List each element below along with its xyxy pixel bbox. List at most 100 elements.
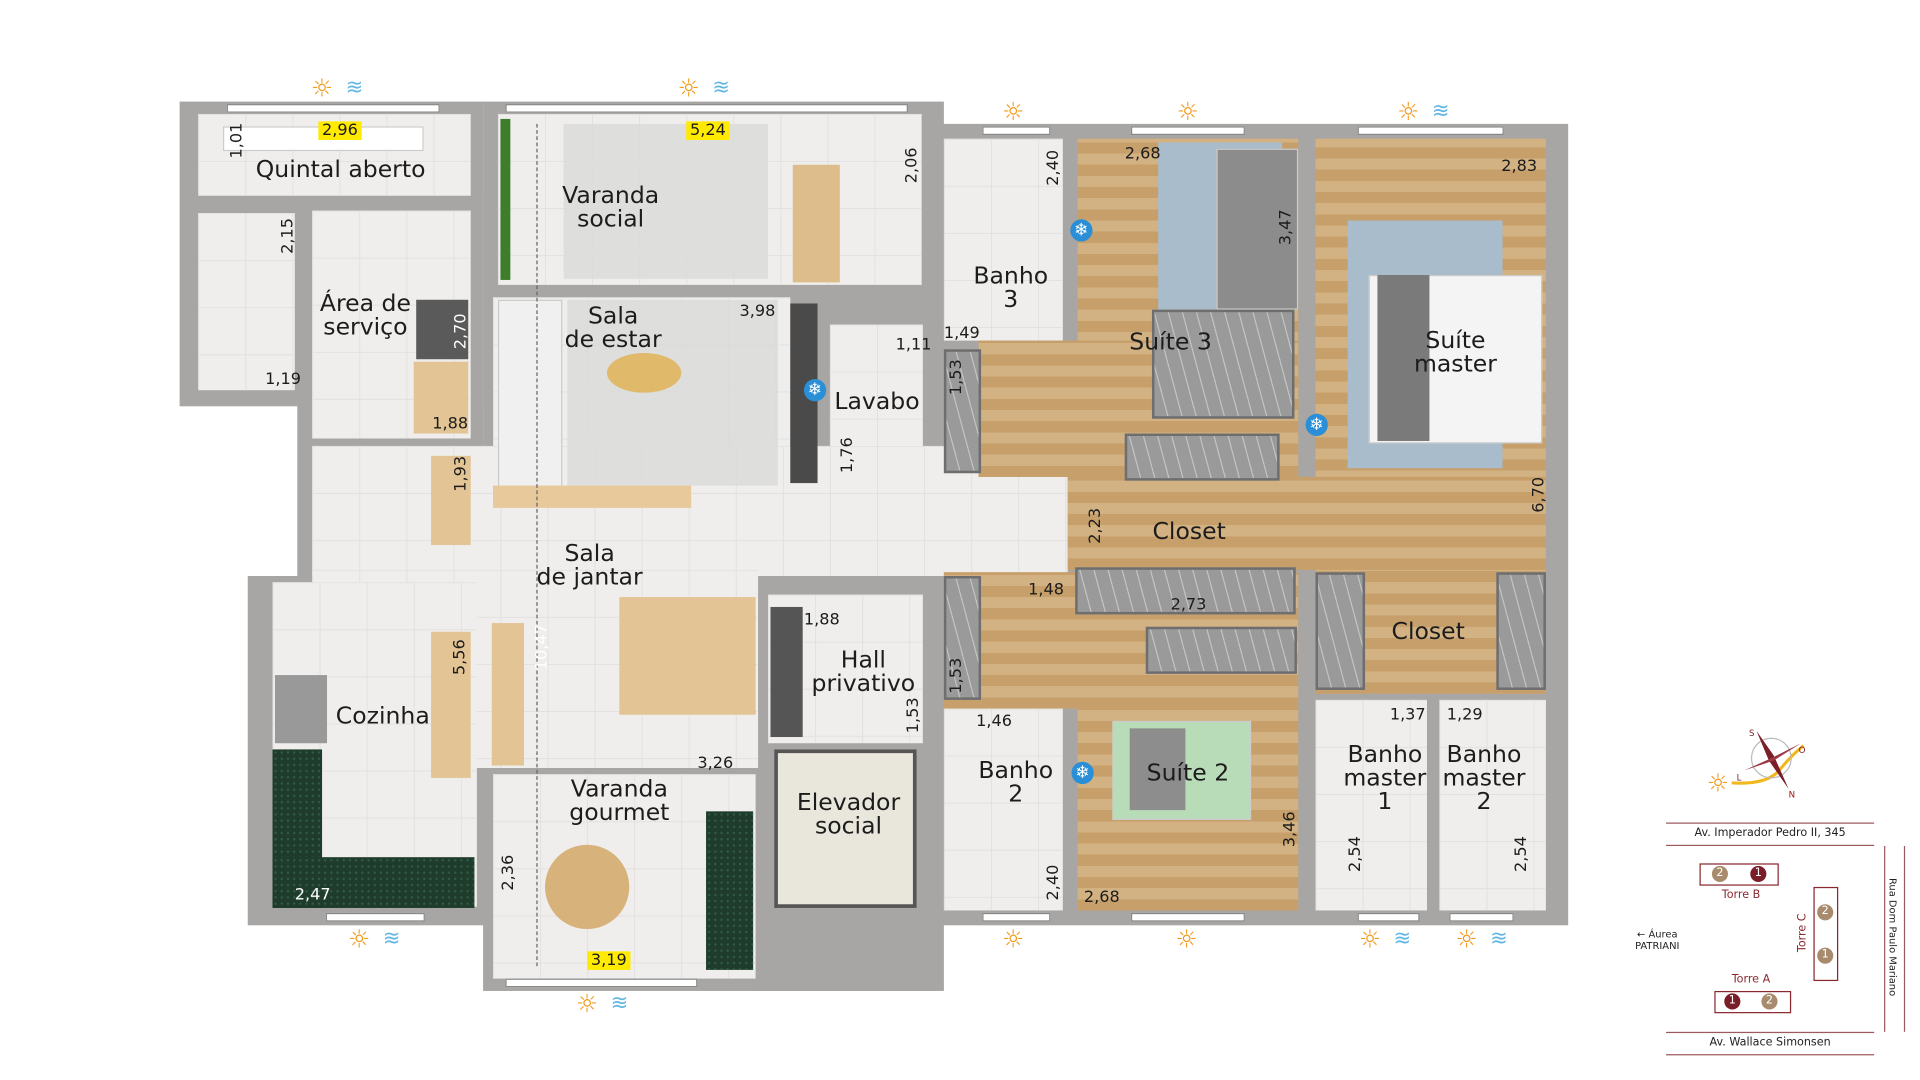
coffee-table <box>606 353 682 393</box>
room-label: Sala de jantar <box>536 540 643 591</box>
room-label: Quintal aberto <box>255 156 426 184</box>
sun-icon: ☼ <box>677 73 700 103</box>
sofa <box>497 299 563 489</box>
air-conditioning-icon: ❄ <box>1305 413 1328 437</box>
divider <box>1666 822 1875 824</box>
wardrobe <box>1496 572 1546 690</box>
divider <box>1903 846 1906 1032</box>
bath3-floor <box>943 138 1063 341</box>
buffet <box>491 623 524 766</box>
closet-floor <box>1067 476 1546 570</box>
room-label: Suíte 3 <box>1129 328 1212 356</box>
rug <box>567 299 778 486</box>
dimension-label: 1,76 <box>838 437 858 474</box>
room-label: Banho 3 <box>973 262 1049 314</box>
room-label: Suíte 2 <box>1146 759 1230 787</box>
unit-badge: 2 <box>1817 904 1834 921</box>
sun-icon: ☼ <box>1002 96 1025 127</box>
room-label: Closet <box>1391 618 1465 646</box>
sun-icon: ☼ <box>1706 767 1730 798</box>
window <box>1130 912 1245 922</box>
fridge <box>274 675 328 744</box>
dimension-line <box>536 123 538 967</box>
svg-text:N: N <box>1789 791 1795 801</box>
master-bath1-floor <box>1315 699 1427 911</box>
room-label: Closet <box>1152 517 1226 546</box>
street-top: Av. Imperador Pedro II, 345 <box>1694 827 1846 840</box>
ventilation-icon: ≋ <box>1490 926 1508 952</box>
sun-icon: ☼ <box>1397 96 1420 127</box>
dimension-label: 2,96 <box>318 121 362 140</box>
sun-icon: ☼ <box>1358 924 1382 954</box>
dimension-label: 2,23 <box>1086 507 1105 544</box>
dimension-label: 1,11 <box>895 335 932 355</box>
dimension-label: 3,46 <box>1280 811 1300 848</box>
dimension-label: 6,70 <box>1529 476 1549 513</box>
dimension-label: 2,15 <box>278 218 298 254</box>
dimension-label: 1,01 <box>227 122 247 159</box>
unit-badge: 1 <box>1724 993 1741 1010</box>
divider <box>1666 1031 1875 1034</box>
svg-text:O: O <box>1799 746 1806 756</box>
neighbor-label: ← Áurea PATRIANI <box>1635 929 1680 952</box>
room-label: Hall privativo <box>811 646 916 698</box>
neighbor-text: Áurea PATRIANI <box>1635 929 1680 952</box>
svg-text:L: L <box>1737 773 1742 783</box>
room-label: Varanda gourmet <box>569 775 670 827</box>
window <box>325 912 425 922</box>
compass-icon: S N O L <box>1731 729 1806 801</box>
room-label: Elevador social <box>796 789 901 840</box>
service-bath-floor <box>198 213 295 391</box>
room-label: Área de serviço <box>319 289 411 341</box>
tower-label: Torre A <box>1731 973 1771 987</box>
dimension-label: 2,68 <box>1124 144 1161 164</box>
dimension-label: 1,53 <box>947 359 967 396</box>
kitchen-counter <box>272 857 475 908</box>
dimension-label: 2,68 <box>1083 888 1120 907</box>
svg-text:S: S <box>1749 729 1755 739</box>
sun-icon: ☼ <box>310 73 334 103</box>
hall-cabinet <box>770 606 803 738</box>
dimension-label: 1,37 <box>1389 706 1426 725</box>
window <box>982 126 1051 136</box>
elevator <box>774 749 917 908</box>
window <box>982 912 1051 922</box>
wardrobe <box>943 349 982 474</box>
room-label: Cozinha <box>335 702 430 730</box>
sun-icon: ☼ <box>1175 924 1198 954</box>
sun-icon: ☼ <box>1455 924 1478 954</box>
dimension-label: 1,53 <box>947 657 967 694</box>
dimension-label: 1,19 <box>265 370 301 389</box>
window <box>226 104 440 113</box>
room-label: Sala de estar <box>564 302 662 354</box>
dimension-label: 5,24 <box>686 121 730 140</box>
divider <box>1884 846 1886 1032</box>
dimension-label: 2,40 <box>1044 149 1063 186</box>
dimension-label: 3,26 <box>697 754 734 773</box>
window <box>1449 912 1514 922</box>
dimension-label: 2,40 <box>1044 864 1063 901</box>
air-conditioning-icon: ❄ <box>803 379 827 402</box>
gourmet-counter <box>706 811 754 970</box>
window <box>505 104 908 113</box>
room-label: Varanda social <box>562 182 660 233</box>
tower-label: Torre B <box>1721 889 1761 902</box>
dimension-label: 1,46 <box>976 712 1012 731</box>
cabinet <box>413 361 469 434</box>
bed-throw <box>1377 274 1430 441</box>
tower-c <box>1813 886 1839 982</box>
ventilation-icon: ≋ <box>1393 926 1412 952</box>
divider <box>1666 844 1875 847</box>
bed-throw <box>1129 728 1186 811</box>
bath2-floor <box>943 708 1063 911</box>
unit-badge: 1 <box>1750 865 1767 882</box>
tower-label: Torre C <box>1796 913 1810 953</box>
rug <box>563 123 768 279</box>
sun-icon: ☼ <box>1176 96 1199 127</box>
dimension-label: 1,29 <box>1446 706 1483 725</box>
wardrobe <box>1151 309 1295 419</box>
sun-icon: ☼ <box>348 924 371 954</box>
window <box>1357 126 1504 136</box>
wardrobe <box>943 575 982 700</box>
